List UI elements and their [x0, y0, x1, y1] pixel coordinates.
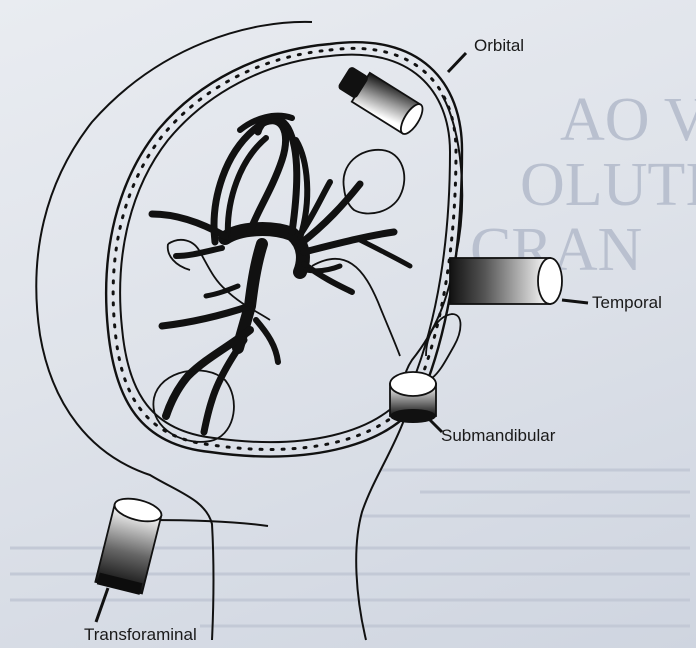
- submandibular-probe: [390, 372, 436, 423]
- neck-back-outline: [150, 520, 268, 526]
- orbit-oval: [343, 150, 404, 214]
- cerebral-vessels: [152, 116, 410, 432]
- sphenoid-line-right: [312, 259, 400, 356]
- orbital-probe: [335, 62, 427, 137]
- temporal-probe: [450, 258, 562, 304]
- face-outline: [403, 95, 462, 396]
- vessel-right-mid-fork: [360, 240, 410, 266]
- transforaminal-probe-cable: [96, 588, 108, 622]
- transforaminal-probe: [95, 494, 164, 595]
- vessel-down-right: [256, 320, 278, 362]
- orbital-probe-cable: [448, 53, 466, 72]
- label-temporal: Temporal: [592, 294, 662, 311]
- neck-front-outline: [356, 420, 404, 640]
- temporal-probe-cable: [562, 300, 588, 303]
- label-orbital: Orbital: [474, 37, 524, 54]
- vessel-left-branch-lower: [162, 306, 250, 326]
- label-transforaminal: Transforaminal: [84, 626, 197, 643]
- label-submandibular: Submandibular: [441, 427, 555, 444]
